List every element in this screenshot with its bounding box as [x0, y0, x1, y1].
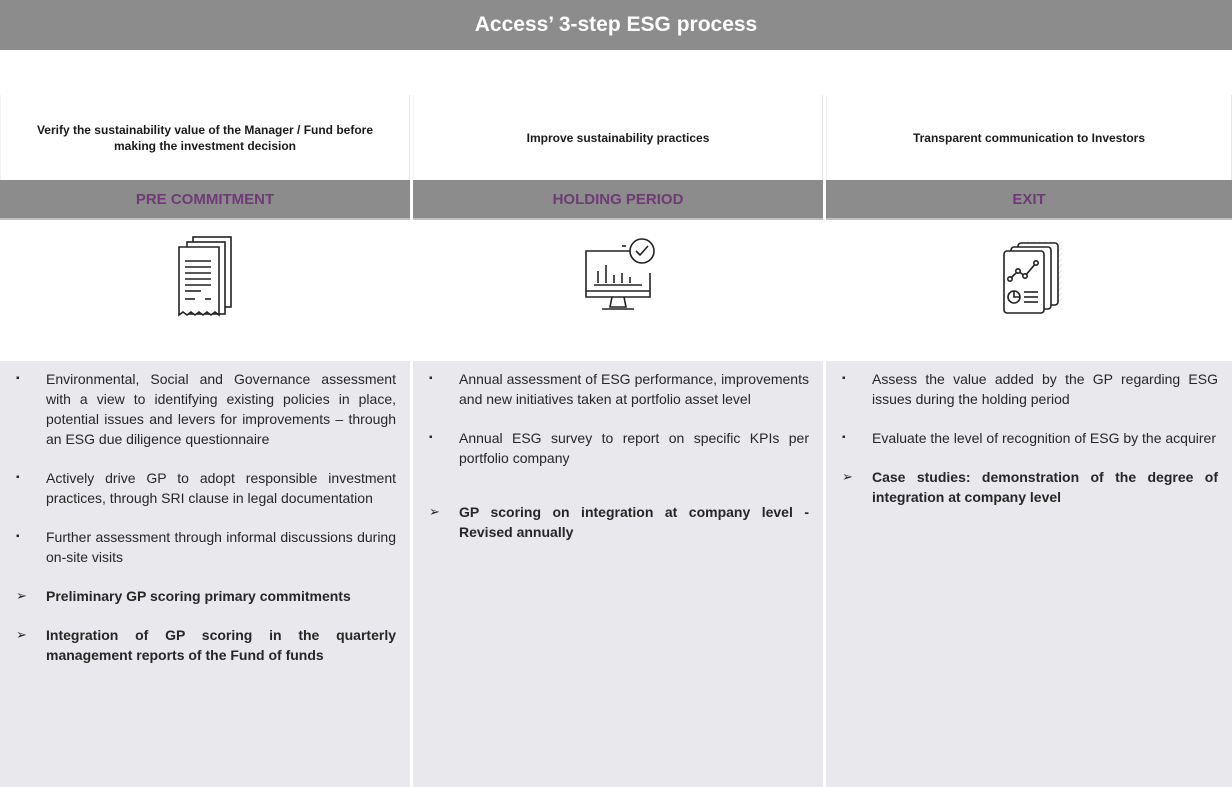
list-item: ▪ Actively drive GP to adopt responsible… [14, 468, 396, 508]
phase-header: PRE COMMITMENT [0, 180, 410, 220]
column-objective: Verify the sustainability value of the M… [0, 95, 410, 180]
bullet-marker: ▪ [842, 373, 846, 384]
arrow-marker: ➢ [429, 504, 440, 519]
monitor-chart-check-icon [568, 229, 668, 334]
report-pages-icon [984, 229, 1074, 334]
column-content: ▪ Annual assessment of ESG performance, … [413, 361, 823, 787]
list-item-text: Integration of GP scoring in the quarter… [46, 627, 396, 663]
list-item: ▪ Environmental, Social and Governance a… [14, 369, 396, 449]
column-content: ▪ Environmental, Social and Governance a… [0, 361, 410, 787]
list-item: ▪ Evaluate the level of recognition of E… [840, 428, 1218, 448]
column-holding-period: Improve sustainability practices HOLDING… [413, 95, 823, 787]
list-item: ▪ Assess the value added by the GP regar… [840, 369, 1218, 409]
arrow-marker: ➢ [16, 627, 27, 642]
arrow-marker: ➢ [16, 588, 27, 603]
list-item-text: Case studies: demonstration of the degre… [872, 469, 1218, 505]
page-title: Access’ 3-step ESG process [0, 0, 1232, 50]
list-item-highlight: ➢ Preliminary GP scoring primary commitm… [14, 586, 396, 606]
list-item-text: Annual ESG survey to report on specific … [459, 430, 809, 466]
list-item-highlight: ➢ Integration of GP scoring in the quart… [14, 625, 396, 665]
list-item-text: Evaluate the level of recognition of ESG… [872, 430, 1216, 446]
bullet-marker: ▪ [16, 531, 20, 542]
column-objective: Improve sustainability practices [413, 95, 823, 180]
bullet-marker: ▪ [429, 432, 433, 443]
list-item: ▪ Annual assessment of ESG performance, … [427, 369, 809, 409]
column-pre-commitment: Verify the sustainability value of the M… [0, 95, 410, 787]
bullet-marker: ▪ [16, 373, 20, 384]
list-item-text: GP scoring on integration at company lev… [459, 504, 809, 540]
bullet-marker: ▪ [16, 472, 20, 483]
bullet-marker: ▪ [429, 373, 433, 384]
list-item: ▪ Annual ESG survey to report on specifi… [427, 428, 809, 468]
column-objective: Transparent communication to Investors [826, 95, 1232, 180]
list-item-highlight: ➢ Case studies: demonstration of the deg… [840, 467, 1218, 507]
list-item-text: Annual assessment of ESG performance, im… [459, 371, 809, 407]
column-exit: Transparent communication to Investors E… [826, 95, 1232, 787]
document-stack-icon [165, 229, 245, 334]
list-item-text: Assess the value added by the GP regardi… [872, 371, 1218, 407]
list-item-text: Preliminary GP scoring primary commitmen… [46, 588, 351, 604]
list-item-highlight: ➢ GP scoring on integration at company l… [427, 502, 809, 542]
list-item-text: Environmental, Social and Governance ass… [46, 371, 396, 447]
list-item-text: Further assessment through informal disc… [46, 529, 396, 565]
phase-header: HOLDING PERIOD [413, 180, 823, 220]
column-content: ▪ Assess the value added by the GP regar… [826, 361, 1232, 787]
list-item-text: Actively drive GP to adopt responsible i… [46, 470, 396, 506]
list-item: ▪ Further assessment through informal di… [14, 527, 396, 567]
phase-header: EXIT [826, 180, 1232, 220]
arrow-marker: ➢ [842, 469, 853, 484]
bullet-marker: ▪ [842, 432, 846, 443]
